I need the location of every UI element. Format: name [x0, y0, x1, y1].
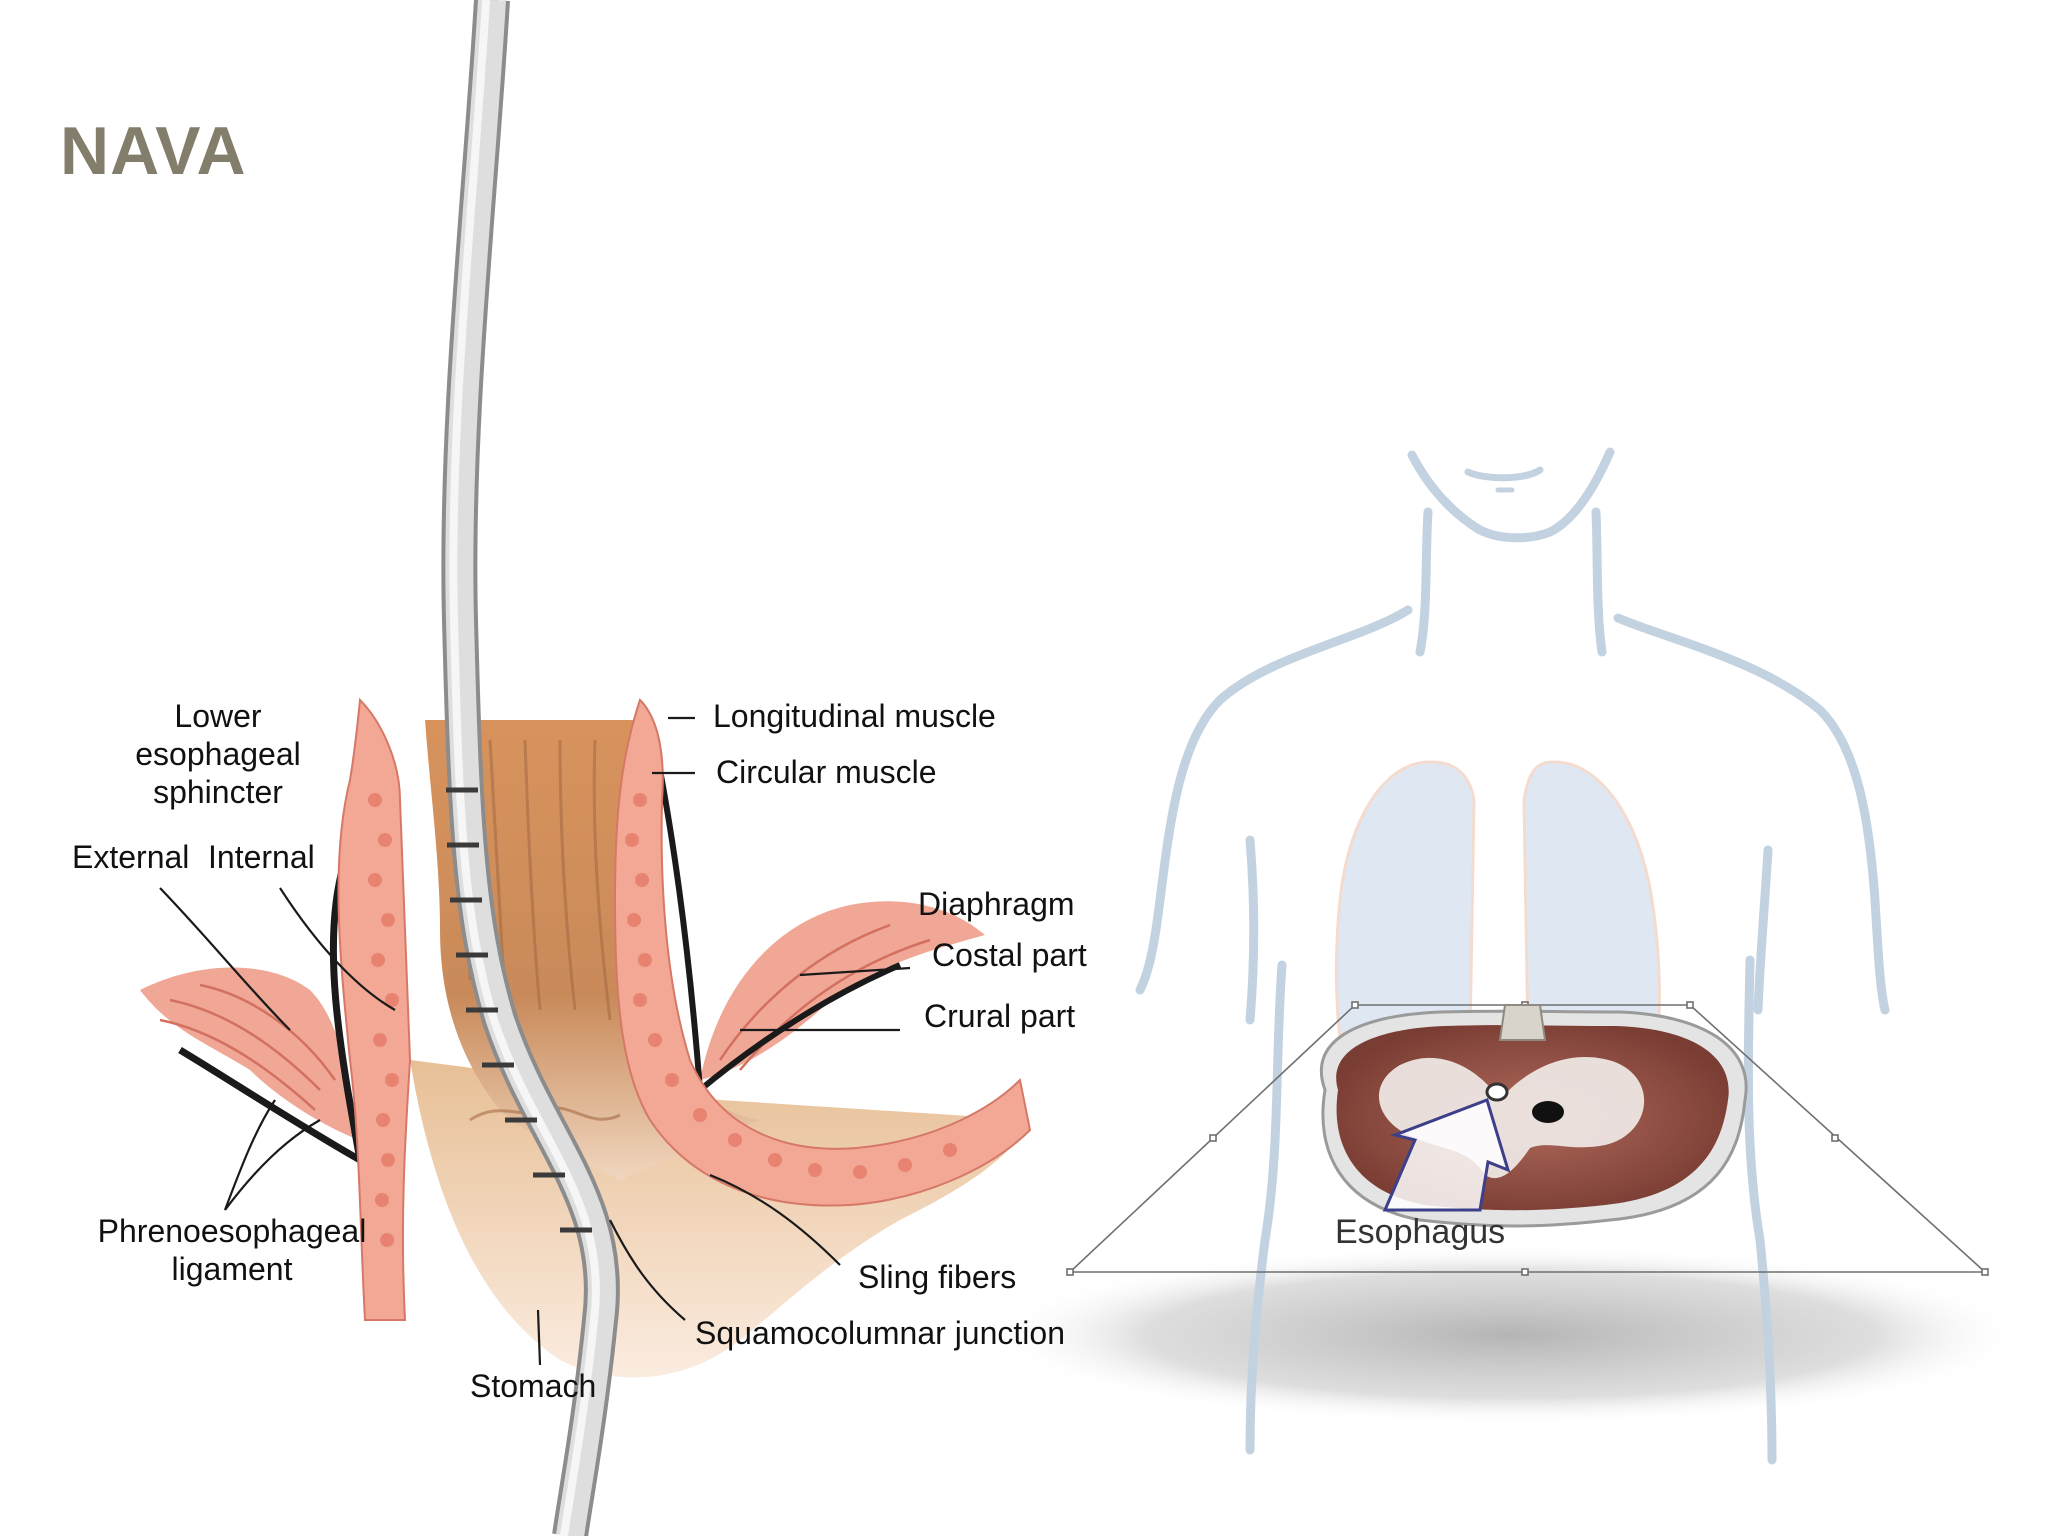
- label-longitudinal-muscle: Longitudinal muscle: [713, 698, 996, 734]
- nava-catheter: [441, 0, 620, 1536]
- right-diaphragm-fibers: [718, 923, 931, 1071]
- label-stomach: Stomach: [470, 1368, 596, 1404]
- esophagus-label: Esophagus: [1335, 1213, 1505, 1251]
- body-figure: Esophagus: [990, 447, 2030, 1465]
- catheter-electrodes: [446, 787, 592, 1233]
- diaphragm-illustration: [1319, 1004, 1748, 1228]
- right-esophageal-wall: [613, 698, 1032, 1207]
- label-diaphragm: Diaphragm: [918, 886, 1075, 922]
- label-costal-part: Costal part: [932, 937, 1087, 973]
- left-wall-cells: [368, 793, 399, 1247]
- label-squamocolumnar-junction: Squamocolumnar junction: [695, 1315, 1065, 1351]
- label-circular-muscle: Circular muscle: [716, 754, 936, 790]
- right-wall-cells: [625, 793, 957, 1179]
- label-crural-part: Crural part: [924, 998, 1075, 1034]
- label-sling-fibers: Sling fibers: [858, 1259, 1016, 1295]
- label-phrenoesophageal-1: Phrenoesophageal: [98, 1213, 367, 1249]
- label-internal: Internal: [208, 839, 315, 875]
- label-lower-sphincter-2: esophageal: [135, 736, 300, 772]
- left-diaphragm-fibers: [159, 983, 337, 1111]
- label-external: External: [72, 839, 189, 875]
- label-lower-sphincter-3: sphincter: [153, 774, 283, 810]
- label-lower-sphincter-1: Lower: [174, 698, 262, 734]
- gej-anatomy: Lower esophageal sphincter External Inte…: [72, 0, 1087, 1536]
- slide-title: NAVA: [60, 113, 247, 189]
- body-outline: [1135, 447, 1890, 1465]
- esophagus-arrow: [1382, 1098, 1511, 1212]
- left-diaphragm: [140, 967, 360, 1140]
- label-phrenoesophageal-2: ligament: [172, 1251, 293, 1287]
- leader-lines: [159, 716, 911, 1366]
